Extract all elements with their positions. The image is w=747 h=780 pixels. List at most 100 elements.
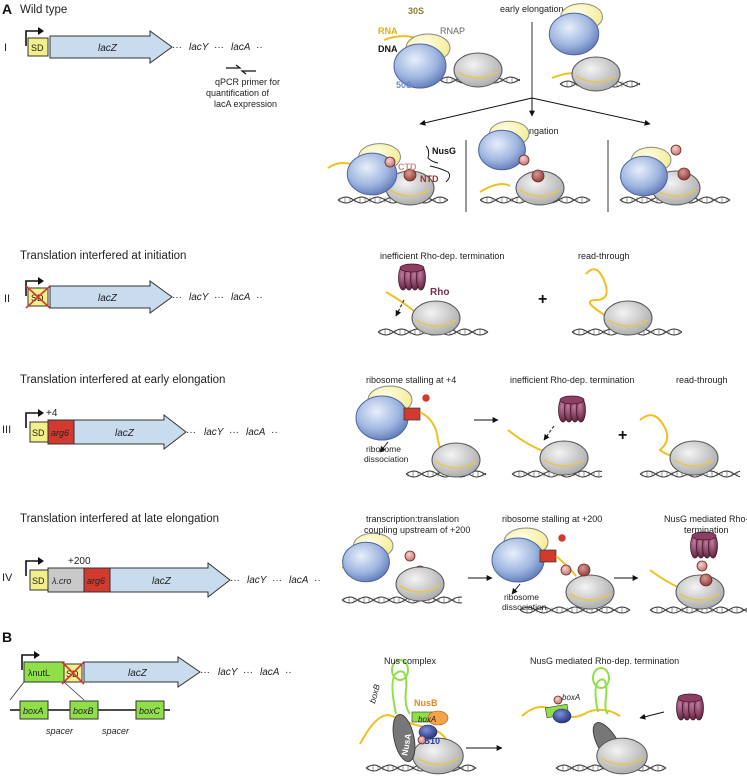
promoter-arrowhead-icon [38,557,44,565]
lacy-label: lacY [218,667,239,678]
plus-sign: + [538,291,547,308]
arrow-rho-binding [639,711,665,720]
label-dissociation-1b: dissociation [364,454,409,464]
dna-strand [519,606,631,614]
lacz-gene-arrow [49,30,173,64]
label-ctd: CTD [398,162,417,172]
promoter-arrowhead-icon [34,651,40,659]
s10-protein [418,724,438,740]
boxb-hairpin [391,670,411,715]
panel-letter-b: B [2,629,12,645]
position-plus4: +4 [46,408,58,419]
label-30s: 30S [408,6,424,16]
construct-initiation: SD lacZ ··· lacY ··· lacA ·· [25,277,263,314]
construct-late: +200 SD λ.cro arg6 lacZ ··· lacY ··· lac… [25,556,321,599]
label-nusa: NusA [399,733,413,757]
rnap-rna-channel [575,75,617,83]
boxb-box [69,700,99,720]
arrow [379,441,389,453]
ribosome-50s [393,43,447,89]
dna-strand [519,606,631,614]
promoter-arrowhead-icon [38,277,44,285]
gene-dots: ··· [186,427,196,438]
dna-strand [649,606,747,614]
rnap-rna-channel [655,189,697,197]
rnap-rna-channel [415,319,457,327]
label-readthrough-2: read-through [676,375,728,385]
label-dna: DNA [378,44,398,54]
label-s10: S10 [424,736,440,746]
rnap-rna-channel [543,459,585,467]
dna-strand [337,196,449,204]
ribosome-50s [478,129,526,171]
primer-forward-icon [226,64,242,69]
roman-4: IV [2,572,13,584]
rnap-rna-channel [600,757,644,766]
laca-label: lacA [231,292,251,303]
nusg-ctd [696,560,708,572]
label-coupling-1: transcription:translation [366,514,459,524]
arrow-to-late-1 [419,97,533,126]
arg6-box [83,567,111,593]
label-stalling-4: ribosome stalling at +4 [366,375,456,385]
lacy-label: lacY [204,427,225,438]
gene-dots: ··· [229,427,239,438]
rnap-body [411,300,461,336]
rnap-rna-channel [569,593,611,601]
label-rna: RNA [378,26,398,36]
label-nus-complex: Nus complex [384,656,437,666]
rnap-rna-channel [519,189,561,197]
label-dissociation-2b: dissociation [502,602,547,612]
gene-dots: ·· [256,292,263,303]
nusa-protein [392,714,416,762]
rnap-rna-channel [679,593,721,601]
laca-label: lacA [231,42,251,53]
rho-top [559,395,585,405]
nusg-ctd [417,735,427,745]
sd-deleted-cross-icon [61,661,85,685]
s10-protein [552,708,572,724]
sd-deleted-cross-icon [25,285,51,309]
primer-reverse-icon [240,70,256,75]
spacer-label-1: spacer [46,726,74,736]
lacz-gene-arrow [109,561,231,599]
label-inefficient-rho-2: inefficient Rho-dep. termination [510,375,634,385]
rnap-body [603,300,653,336]
nusg-ntd [677,167,691,181]
label-readthrough-1: read-through [578,251,630,261]
rnap-rna-channel [435,461,477,469]
rnap-body [675,574,725,610]
construct-early: +4 SD arg6 lacZ ··· lacY ··· lacA ·· [25,408,278,451]
sd-label: SD [32,576,45,586]
rnap-body [571,56,621,92]
construct-nutl: λnutL SD lacZ ··· lacY ··· lacA ·· boxA … [9,651,292,736]
rnap-body [453,52,503,88]
gene-dots: ·· [314,575,321,586]
promoter-arrow-icon [21,654,36,670]
rnap-body [539,440,589,476]
nusg-ntd [403,168,417,182]
rnap-body [395,566,445,602]
boxc-label: boxC [139,706,161,716]
rnap-body [596,737,648,775]
construct-wildtype: SD lacZ ··· lacY ··· lacA ·· qPCR primer… [25,27,280,109]
nusb-protein [427,710,449,726]
lacz-label: lacZ [128,668,148,679]
roman-1: I [4,42,7,54]
dna-strand [341,596,463,604]
rnap-rna-channel [457,71,499,79]
arg6-small-box [403,407,421,421]
nusg-ntd [577,563,591,577]
rho-top [691,531,717,541]
dna-strand [405,470,487,478]
arg6-small-box [539,549,557,563]
dashed-arrow [395,299,405,317]
sd-label: SD [32,428,45,438]
label-boxa: boxA [418,715,436,724]
dna-strand [639,470,741,478]
primer-note-line1: qPCR primer for [215,77,280,87]
lacz-label: lacZ [115,428,135,439]
ribosome-50s [548,12,600,56]
rna-strand [479,183,511,193]
rna-strand [649,569,681,589]
